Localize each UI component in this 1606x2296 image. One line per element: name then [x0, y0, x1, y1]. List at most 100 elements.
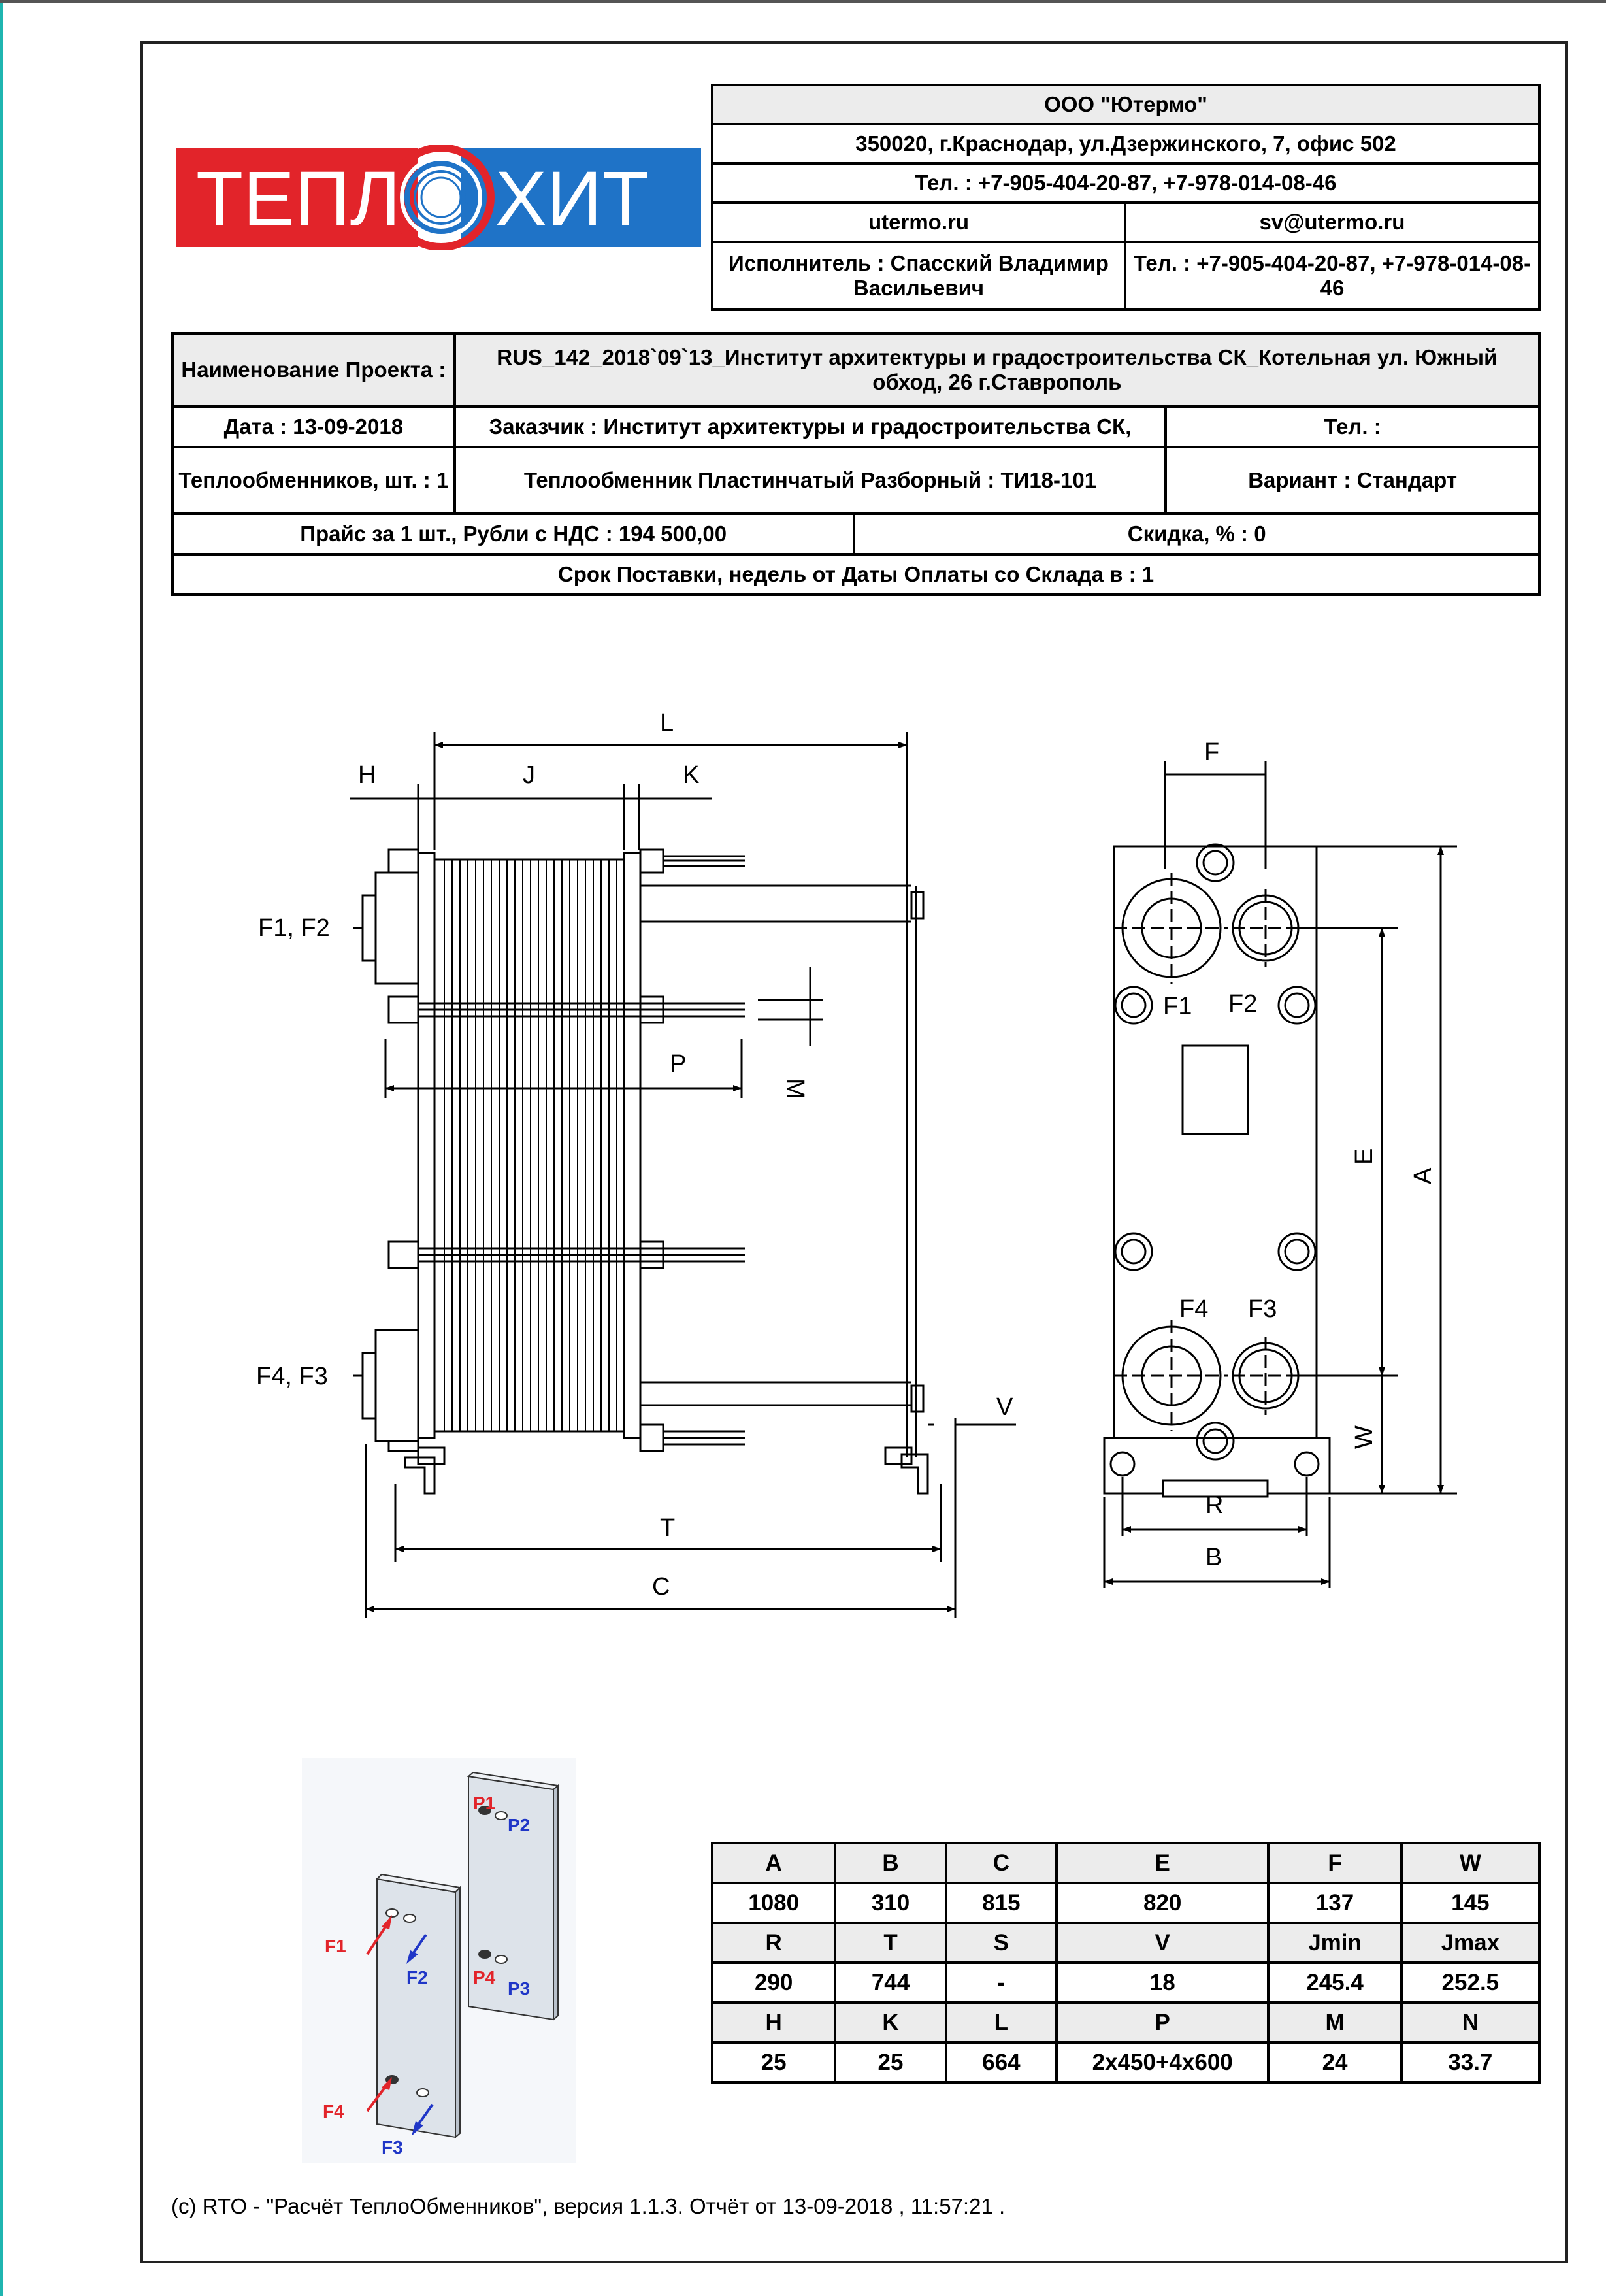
project-variant: Вариант : Стандарт — [1164, 446, 1541, 515]
plate-label-P1: P1 — [473, 1793, 495, 1813]
heat-exchanger-drawing: L H J K F1, F2 F4, F3 P M V T C F A E W … — [256, 709, 1457, 1618]
plate-flow-illustration: P1 P2 P4 P3 F1 F2 F4 F3 — [302, 1758, 576, 2163]
dim-label-C: C — [652, 1573, 670, 1601]
dim-label-V: V — [996, 1393, 1013, 1421]
port-label-F1: F1 — [1163, 993, 1192, 1020]
logo-left-text: ТЕПЛ — [196, 156, 401, 242]
project-qty: Теплообменников, шт. : 1 — [171, 446, 456, 515]
project-date: Дата : 13-09-2018 — [171, 405, 456, 448]
plate-label-P2: P2 — [508, 1815, 530, 1835]
spec-cell: B — [834, 1842, 947, 1884]
spec-cell: 24 — [1267, 2041, 1403, 2084]
spec-cell: P — [1055, 2001, 1270, 2044]
company-address: 350020, г.Краснодар, ул.Дзержинского, 7,… — [711, 123, 1541, 165]
spec-row: R T S V Jmin Jmax — [710, 1922, 1541, 1964]
dim-label-P: P — [670, 1050, 686, 1078]
dim-label-W: W — [1351, 1425, 1378, 1449]
spec-cell: E — [1055, 1842, 1270, 1884]
dim-label-M: M — [781, 1078, 809, 1099]
project-price: Прайс за 1 шт., Рубли с НДС : 194 500,00 — [171, 512, 856, 556]
spec-cell: K — [834, 2001, 947, 2044]
dim-label-J: J — [523, 761, 535, 789]
spec-row: H K L P M N — [710, 2001, 1541, 2044]
spec-cell: Jmin — [1267, 1922, 1403, 1964]
project-tel: Тел. : — [1164, 405, 1541, 448]
logo-right-text: ХИТ — [495, 156, 649, 242]
spec-row: 290 744 - 18 245.4 252.5 — [710, 1961, 1541, 2004]
page-top-rule — [0, 0, 1606, 3]
company-phone: Тел. : +7-905-404-20-87, +7-978-014-08-4… — [711, 162, 1541, 204]
plate-label-F2: F2 — [406, 1967, 428, 1988]
company-name: ООО "Ютермо" — [711, 84, 1541, 125]
report-footer: (c) RTO - "Расчёт ТеплоОбменников", верс… — [171, 2194, 1006, 2218]
spec-cell: 145 — [1400, 1882, 1541, 1924]
project-customer: Заказчик : Институт архитектуры и градос… — [453, 405, 1168, 448]
spec-cell: C — [944, 1842, 1058, 1884]
nozzle-label-f4-f3: F4, F3 — [256, 1363, 328, 1390]
dim-label-F: F — [1204, 739, 1219, 766]
spec-row: 1080 310 815 820 137 145 — [710, 1882, 1541, 1924]
plate-label-F3: F3 — [382, 2137, 403, 2157]
project-name-value: RUS_142_2018`09`13_Институт архитектуры … — [453, 332, 1541, 408]
spec-cell: Jmax — [1400, 1922, 1541, 1964]
dim-label-A: A — [1409, 1167, 1437, 1184]
project-discount: Скидка, % : 0 — [853, 512, 1541, 556]
dim-label-T: T — [660, 1514, 675, 1542]
spec-cell: 744 — [834, 1961, 947, 2004]
spec-cell: 2x450+4x600 — [1055, 2041, 1270, 2084]
spec-cell: 815 — [944, 1882, 1058, 1924]
page-left-accent — [0, 0, 3, 2296]
port-label-F4: F4 — [1179, 1295, 1208, 1323]
dim-label-K: K — [683, 761, 699, 789]
spec-cell: A — [710, 1842, 837, 1884]
project-model: Теплообменник Пластинчатый Разборный : Т… — [453, 446, 1168, 515]
executor-name: Исполнитель : Спасский Владимир Васильев… — [711, 241, 1126, 311]
project-name-label: Наименование Проекта : — [171, 332, 456, 408]
spec-cell: M — [1267, 2001, 1403, 2044]
port-label-F2: F2 — [1228, 990, 1257, 1018]
spec-cell: S — [944, 1922, 1058, 1964]
spec-cell: N — [1400, 2001, 1541, 2044]
company-email[interactable]: sv@utermo.ru — [1123, 201, 1541, 243]
spec-cell: 245.4 — [1267, 1961, 1403, 2004]
spec-cell: F — [1267, 1842, 1403, 1884]
dim-label-L: L — [660, 709, 674, 737]
spec-cell: 664 — [944, 2041, 1058, 2084]
spec-cell: H — [710, 2001, 837, 2044]
dim-label-E: E — [1351, 1148, 1378, 1165]
dimensions-table: A B C E F W 1080 310 815 820 137 145 R T… — [710, 1842, 1541, 2084]
port-label-F3: F3 — [1248, 1295, 1277, 1323]
spec-cell: W — [1400, 1842, 1541, 1884]
spec-cell: R — [710, 1922, 837, 1964]
spec-cell: 252.5 — [1400, 1961, 1541, 2004]
dim-label-B: B — [1205, 1544, 1222, 1571]
plate-label-F1: F1 — [325, 1936, 346, 1956]
company-logo: ТЕПЛ ХИТ — [176, 144, 701, 251]
spec-cell: - — [944, 1961, 1058, 2004]
spec-cell: L — [944, 2001, 1058, 2044]
plate-label-P3: P3 — [508, 1978, 530, 1999]
spec-cell: 310 — [834, 1882, 947, 1924]
project-delivery: Срок Поставки, недель от Даты Оплаты со … — [171, 553, 1541, 596]
dim-label-H: H — [358, 761, 376, 789]
spec-cell: T — [834, 1922, 947, 1964]
spec-cell: 290 — [710, 1961, 837, 2004]
spec-cell: 25 — [834, 2041, 947, 2084]
spec-cell: 25 — [710, 2041, 837, 2084]
company-website[interactable]: utermo.ru — [711, 201, 1126, 243]
nozzle-label-f1-f2: F1, F2 — [258, 914, 330, 942]
project-info-table: Наименование Проекта : RUS_142_2018`09`1… — [171, 332, 1541, 596]
plate-label-F4: F4 — [323, 2101, 344, 2121]
spec-cell: V — [1055, 1922, 1270, 1964]
plate-label-P4: P4 — [473, 1967, 496, 1988]
spec-cell: 820 — [1055, 1882, 1270, 1924]
spec-cell: 1080 — [710, 1882, 837, 1924]
page-frame — [140, 41, 1568, 2263]
spec-cell: 33.7 — [1400, 2041, 1541, 2084]
spec-cell: 137 — [1267, 1882, 1403, 1924]
spec-row: 25 25 664 2x450+4x600 24 33.7 — [710, 2041, 1541, 2084]
spec-cell: 18 — [1055, 1961, 1270, 2004]
executor-phone: Тел. : +7-905-404-20-87, +7-978-014-08-4… — [1123, 241, 1541, 311]
spec-row: A B C E F W — [710, 1842, 1541, 1884]
company-info-table: ООО "Ютермо" 350020, г.Краснодар, ул.Дзе… — [711, 84, 1541, 311]
